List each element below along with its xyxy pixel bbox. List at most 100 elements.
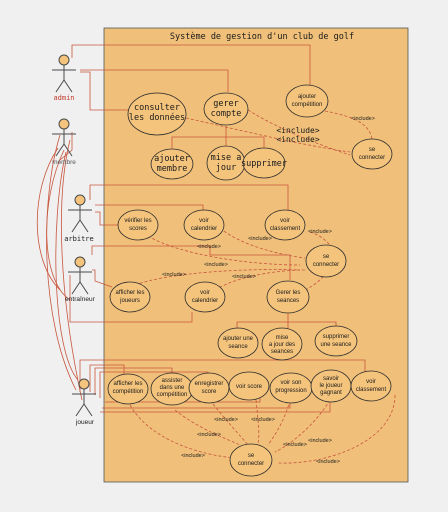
svg-text:dans une: dans une	[160, 385, 185, 391]
svg-text:Gerer les: Gerer les	[276, 290, 301, 296]
include-labels: <include> <include> <include> <include> …	[162, 116, 375, 465]
use-case-voir-classement-joueur: voir classement	[350, 370, 392, 402]
svg-text:voir: voir	[366, 379, 376, 385]
actor-label: arbitre	[64, 235, 94, 243]
use-case-enregistrer-score: enregistrer score	[188, 372, 230, 404]
use-case-maj-seances: mise a jour des seances	[261, 327, 303, 361]
svg-text:seance: seance	[228, 344, 248, 350]
svg-text:voir score: voir score	[236, 384, 263, 390]
use-case-se-connecter-admin: se connecter	[351, 138, 393, 170]
svg-text:connecter: connecter	[313, 262, 339, 268]
use-case-assister-competition: assister dans une compétition	[150, 372, 194, 406]
svg-text:calendrier: calendrier	[192, 298, 218, 304]
actor-admin: admin	[52, 54, 76, 102]
include-label: <include>	[308, 229, 332, 235]
include-label: <include>	[316, 459, 340, 465]
use-case-gerer-compte: gerer compte	[203, 92, 249, 126]
svg-text:membre: membre	[157, 164, 188, 174]
svg-text:vérifier les: vérifier les	[124, 218, 151, 224]
svg-text:classement: classement	[270, 226, 301, 232]
svg-text:ajouter: ajouter	[298, 94, 316, 100]
svg-text:compte: compte	[211, 109, 242, 119]
link-gerer-supprimer	[226, 136, 265, 148]
svg-text:joueurs: joueurs	[119, 298, 140, 304]
include-label: <include>	[197, 244, 221, 250]
svg-text:gerer: gerer	[213, 99, 239, 109]
svg-text:supprimer: supprimer	[323, 334, 350, 340]
svg-text:progression: progression	[275, 388, 306, 394]
svg-text:consulter: consulter	[134, 103, 180, 113]
actor-membre: membre	[52, 118, 76, 166]
svg-text:se: se	[248, 453, 255, 459]
svg-text:afficher les: afficher les	[114, 381, 143, 387]
svg-text:mise: mise	[276, 335, 289, 341]
actor-arbitre: arbitre	[64, 194, 94, 243]
svg-text:voir son: voir son	[280, 380, 301, 386]
association-lines	[36, 44, 366, 413]
svg-text:connecter: connecter	[359, 155, 385, 161]
use-case-consulter-donnees: consulter les données	[127, 92, 187, 136]
svg-text:les données: les données	[129, 112, 185, 123]
include-lines	[129, 109, 396, 464]
actor-joueur: joueur	[72, 378, 96, 426]
svg-text:supprimer: supprimer	[241, 159, 287, 169]
include-label: <include>	[162, 272, 186, 278]
actor-label: membre	[52, 159, 76, 166]
include-label: <include>	[276, 126, 320, 135]
svg-text:ajouter une: ajouter une	[223, 336, 254, 342]
use-case-voir-calendrier-arbitre: voir calendrier	[183, 209, 225, 241]
include-label: <include>	[308, 438, 332, 444]
svg-text:jour: jour	[216, 163, 236, 173]
include-label: <include>	[181, 453, 205, 459]
use-case-gerer-seances: Gerer les seances	[266, 280, 310, 314]
actor-label: joueur	[75, 419, 95, 426]
svg-text:se: se	[323, 254, 330, 260]
svg-text:classement: classement	[356, 387, 387, 393]
use-case-voir-classement-arbitre: voir classement	[264, 209, 306, 241]
svg-text:a jour des: a jour des	[269, 342, 295, 348]
include-label: <include>	[248, 236, 272, 242]
use-case-voir-progression: voir son progression	[269, 372, 313, 404]
include-label: <include>	[214, 417, 238, 423]
include-label: <include>	[197, 432, 221, 438]
svg-text:mise a: mise a	[211, 153, 242, 163]
include-label: <include>	[283, 442, 307, 448]
use-case-supprimer-seance: supprimer une seance	[314, 325, 358, 357]
use-case-ajouter-membre: ajouter membre	[150, 148, 194, 180]
svg-text:score: score	[202, 389, 217, 395]
svg-text:compétition: compétition	[292, 102, 323, 108]
svg-text:seances: seances	[277, 298, 299, 304]
include-label: <include>	[251, 417, 275, 423]
svg-text:compétition: compétition	[157, 392, 188, 398]
use-case-verifier-scores: vérifier les scores	[117, 209, 159, 241]
include-label: <include>	[351, 116, 375, 122]
actor-entraineur: entraîneur	[65, 256, 96, 303]
svg-text:connecter: connecter	[238, 461, 264, 467]
use-case-afficher-competition: afficher les compétition	[107, 373, 149, 405]
link-gerer-ajouter	[171, 126, 227, 149]
svg-text:seances: seances	[271, 349, 293, 355]
link-seance-ajouter	[236, 313, 289, 330]
svg-text:ajouter: ajouter	[154, 154, 190, 164]
use-case-voir-calendrier-entraineur: voir calendrier	[184, 281, 226, 313]
use-case-se-connecter-bottom: se connecter	[229, 443, 273, 477]
svg-text:voir: voir	[199, 218, 209, 224]
use-case-se-connecter-mid: se connecter	[305, 244, 347, 278]
svg-text:calendrier: calendrier	[191, 226, 217, 232]
include-label: <include>	[204, 262, 228, 268]
svg-text:enregistrer: enregistrer	[195, 381, 224, 387]
actor-label: entraîneur	[65, 296, 95, 303]
use-case-ajouter-seance: ajouter une seance	[217, 327, 259, 359]
use-case-savoir-gagnant: savoir le joueur gagnant	[310, 369, 352, 403]
svg-text:scores: scores	[129, 226, 147, 232]
svg-text:se: se	[369, 147, 376, 153]
svg-text:gagnant: gagnant	[320, 390, 342, 396]
use-case-afficher-joueurs: afficher les joueurs	[109, 281, 151, 313]
svg-text:une seance: une seance	[320, 342, 352, 348]
svg-text:assister: assister	[162, 378, 183, 384]
use-case-mise-a-jour: mise a jour	[206, 145, 246, 181]
svg-text:afficher les: afficher les	[116, 290, 145, 296]
svg-text:le joueur: le joueur	[319, 383, 342, 389]
include-label: <include>	[232, 274, 256, 280]
